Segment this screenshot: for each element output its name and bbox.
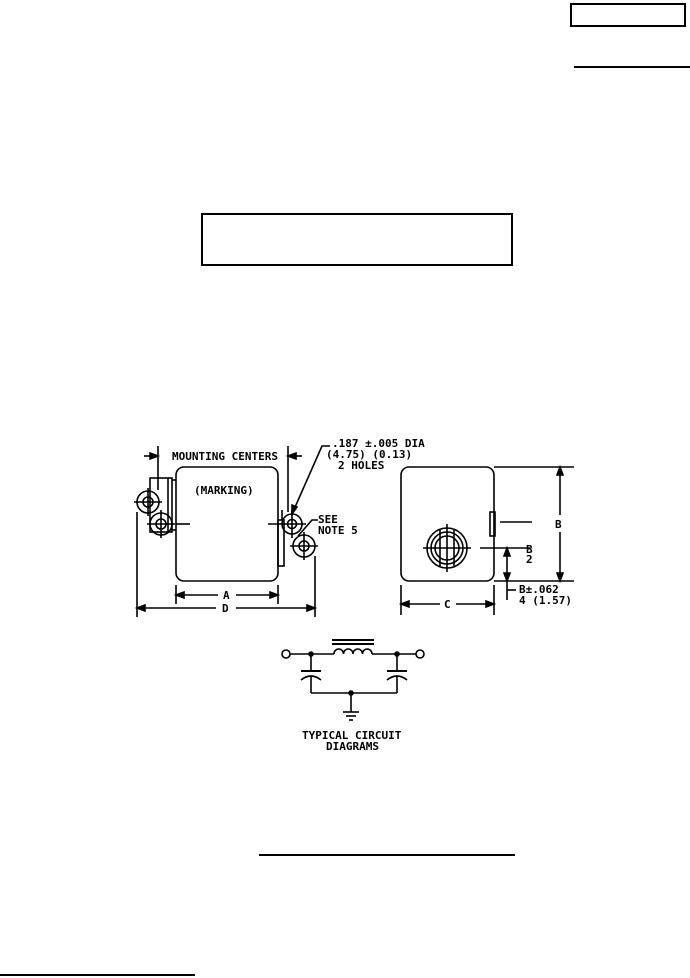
note-label: NOTE 5 — [318, 524, 358, 537]
dimension-b-half-denominator: 2 — [526, 553, 533, 566]
bottom-left-rule — [0, 974, 195, 976]
dimension-a-label: A — [223, 589, 230, 602]
dimension-b-half-numerator: B — [526, 543, 533, 556]
output-terminal — [415, 649, 425, 659]
inductor-coil — [333, 648, 373, 655]
title-block-box — [570, 3, 686, 27]
right-bracket — [277, 519, 285, 567]
tolerance-b-label: B±.062 — [519, 583, 559, 596]
mounting-centers-label: MOUNTING CENTERS — [172, 450, 278, 463]
circuit-caption-line2: DIAGRAMS — [326, 740, 379, 753]
top-right-rule — [574, 66, 690, 68]
side-tab — [489, 511, 496, 537]
input-terminal — [281, 649, 291, 659]
hole-diameter-metric-label: (4.75) (0.13) — [326, 448, 412, 461]
header-box — [201, 213, 513, 266]
tolerance-b-metric-label: 4 (1.57) — [519, 594, 572, 607]
dimension-c-label: C — [444, 598, 451, 611]
see-label: SEE — [318, 513, 338, 526]
dimension-d-label: D — [222, 602, 229, 615]
circuit-caption-line1: TYPICAL CIRCUIT — [302, 729, 402, 742]
bottom-center-rule — [259, 854, 515, 856]
hole-count-label: 2 HOLES — [338, 459, 384, 472]
hole-diameter-label: .187 ±.005 DIA — [332, 437, 425, 450]
marking-label: (MARKING) — [194, 484, 254, 497]
side-view — [398, 464, 574, 615]
front-view — [134, 445, 330, 617]
side-body-outline — [400, 466, 495, 582]
circuit-schematic — [281, 639, 425, 721]
dimension-b-label: B — [555, 518, 562, 531]
